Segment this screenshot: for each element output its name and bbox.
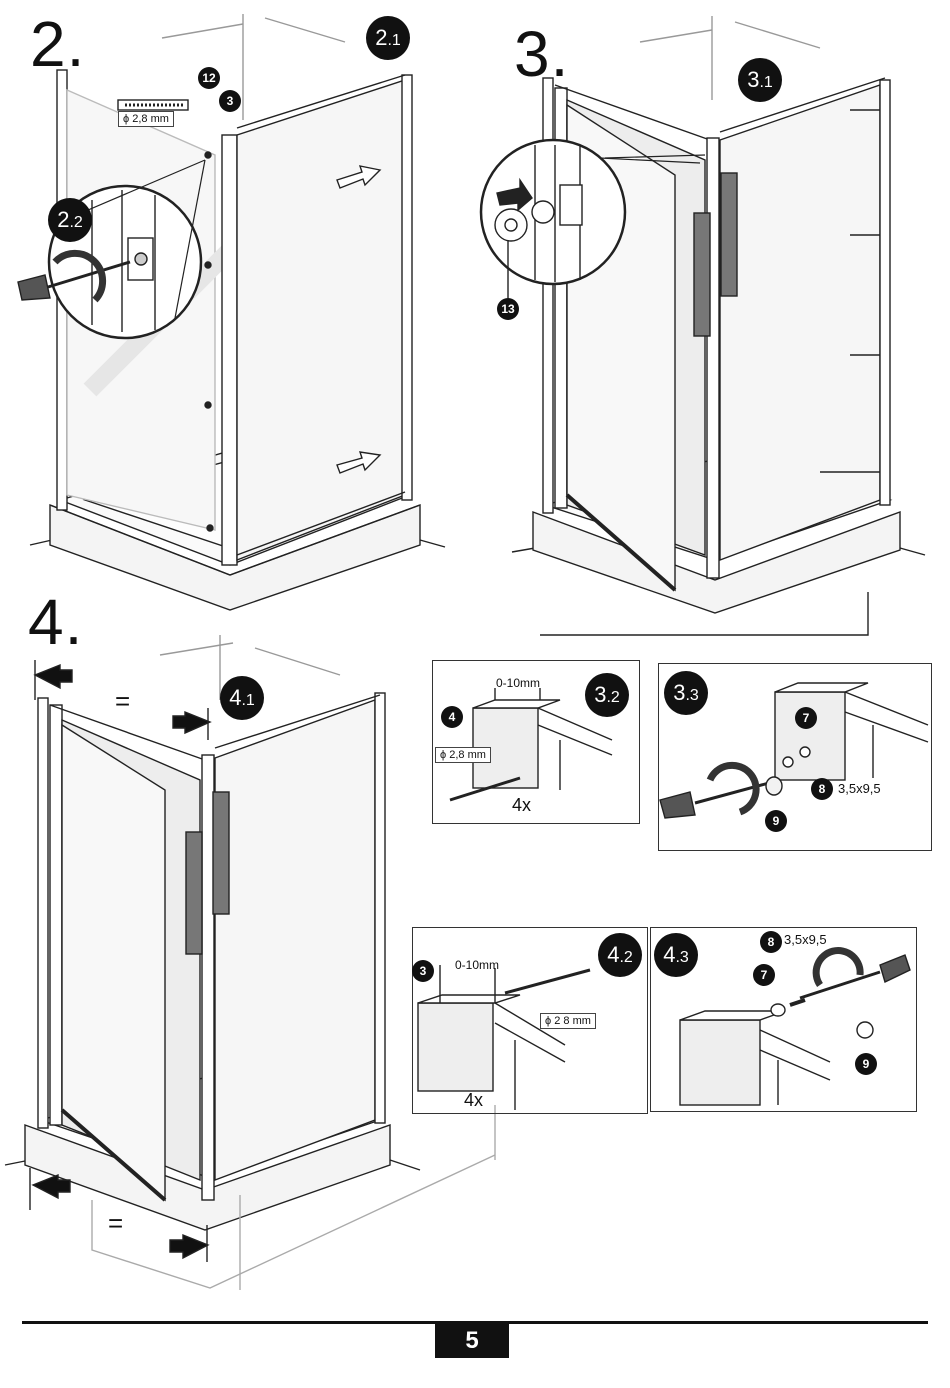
step-3-number: 3. — [514, 22, 569, 86]
badge-3-3-main: 3 — [673, 680, 685, 706]
part-8-callout-4-3: 8 — [760, 931, 782, 953]
quantity-label-4-2: 4x — [464, 1090, 483, 1111]
screw-size-label-4-3: 3,5x9,5 — [784, 932, 827, 947]
badge-3-2-main: 3 — [594, 682, 606, 708]
drill-size-label-2: ϕ 2,8 mm — [118, 111, 174, 127]
badge-3-1-sub: .1 — [759, 74, 772, 92]
part-7-callout-3-3: 7 — [795, 707, 817, 729]
badge-4-3-sub: .3 — [675, 949, 688, 967]
part-9-callout-3-3: 9 — [765, 810, 787, 832]
step-3-drawing — [481, 16, 925, 635]
badge-4-1-main: 4 — [229, 685, 241, 711]
badge-4-3: 4.3 — [654, 933, 698, 977]
badge-4-2: 4.2 — [598, 933, 642, 977]
badge-2-1: 2.1 — [366, 16, 410, 60]
badge-3-1: 3.1 — [738, 58, 782, 102]
badge-2-2-main: 2 — [57, 207, 69, 233]
drill-size-label-4-2: ϕ 2 8 mm — [540, 1013, 596, 1029]
drill-size-label-3-2: ϕ 2,8 mm — [435, 747, 491, 763]
badge-3-3-sub: .3 — [685, 687, 698, 705]
equal-distance-top: = — [115, 686, 130, 717]
badge-3-1-main: 3 — [747, 67, 759, 93]
badge-4-2-sub: .2 — [619, 949, 632, 967]
badge-3-3: 3.3 — [664, 671, 708, 715]
badge-3-2: 3.2 — [585, 673, 629, 717]
part-3-callout: 3 — [219, 90, 241, 112]
part-3-callout-4-2: 3 — [412, 960, 434, 982]
badge-4-1: 4.1 — [220, 676, 264, 720]
badge-2-1-main: 2 — [375, 25, 387, 51]
badge-3-2-sub: .2 — [606, 689, 619, 707]
part-7-callout-4-3: 7 — [753, 964, 775, 986]
quantity-label-3-2: 4x — [512, 795, 531, 816]
part-13-callout: 13 — [497, 298, 519, 320]
gap-label-4-2: 0-10mm — [455, 958, 499, 972]
step-4-number: 4. — [28, 590, 83, 654]
part-12-callout: 12 — [198, 67, 220, 89]
page-number: 5 — [435, 1324, 509, 1358]
part-8-callout-3-3: 8 — [811, 778, 833, 800]
part-9-callout-4-3: 9 — [855, 1053, 877, 1075]
equal-distance-bottom: = — [108, 1208, 123, 1239]
gap-label-3-2: 0-10mm — [496, 676, 540, 690]
step-2-number: 2. — [30, 12, 85, 76]
badge-4-2-main: 4 — [607, 942, 619, 968]
badge-2-2: 2.2 — [48, 198, 92, 242]
part-4-callout: 4 — [441, 706, 463, 728]
badge-4-3-main: 4 — [663, 942, 675, 968]
badge-2-2-sub: .2 — [69, 214, 82, 232]
screw-size-label-3-3: 3,5x9,5 — [838, 781, 881, 796]
badge-4-1-sub: .1 — [241, 692, 254, 710]
badge-2-1-sub: .1 — [387, 32, 400, 50]
